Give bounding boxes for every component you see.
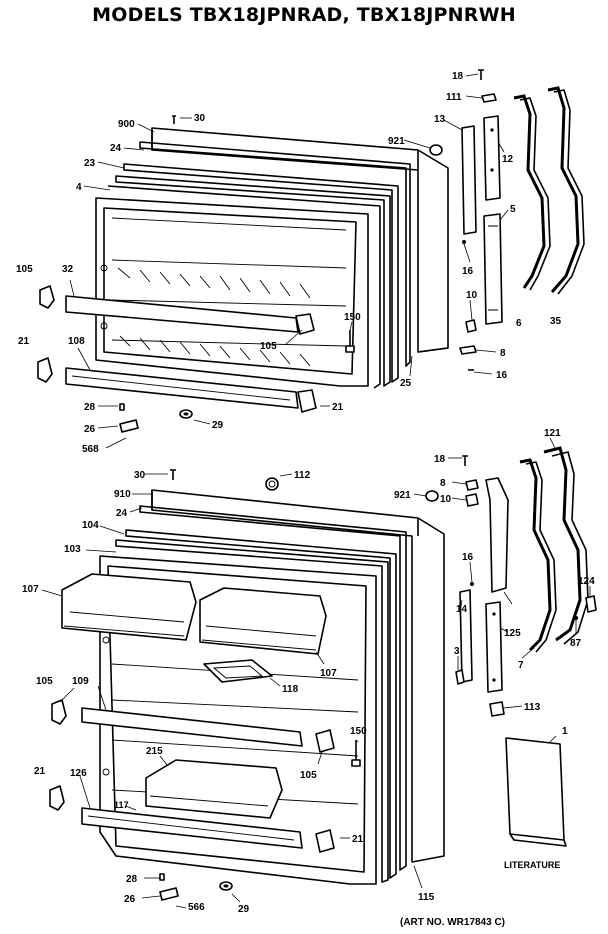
callout-30-ff: 30 [134, 470, 146, 481]
fresh-food-door-assembly [49, 446, 597, 901]
fresh-food-hinge-5 [485, 477, 509, 593]
freezer-hinge-strip-13 [461, 125, 477, 235]
callout-24-ff: 24 [116, 508, 128, 519]
callout-29: 29 [212, 420, 224, 431]
callout-921: 921 [388, 136, 405, 147]
callout-30: 30 [194, 113, 206, 124]
callout-16-ff: 16 [462, 552, 474, 563]
callout-18: 18 [452, 71, 464, 82]
callout-107-right: 107 [320, 668, 337, 679]
callout-8: 8 [500, 348, 506, 359]
fresh-food-handle-121 [543, 446, 582, 642]
callout-16-upper: 16 [462, 266, 474, 277]
callout-566: 566 [188, 902, 205, 913]
callout-105-left-ff: 105 [36, 676, 53, 687]
callout-32: 32 [62, 264, 74, 275]
freezer-handle-35 [547, 86, 580, 293]
callout-21-left-ff: 21 [34, 766, 46, 777]
callout-4: 4 [76, 182, 82, 193]
callout-28-ff: 28 [126, 874, 138, 885]
freezer-door-gasket [139, 141, 411, 367]
literature-booklet-icon [505, 737, 565, 841]
fresh-food-door-bin-107-left [61, 573, 197, 641]
callout-28: 28 [84, 402, 96, 413]
freezer-callout-labels: 900 30 24 23 4 105 32 21 108 28 26 568 2… [16, 71, 562, 455]
callout-568: 568 [82, 444, 99, 455]
callout-150-ff: 150 [350, 726, 367, 737]
callout-21-right: 21 [332, 402, 344, 413]
callout-12: 12 [502, 154, 514, 165]
callout-215: 215 [146, 746, 163, 757]
callout-35: 35 [550, 316, 562, 327]
callout-150: 150 [344, 312, 361, 323]
callout-109: 109 [72, 676, 89, 687]
callout-900: 900 [118, 119, 135, 130]
callout-115: 115 [418, 892, 435, 903]
callout-103: 103 [64, 544, 81, 555]
leader-lines [41, 73, 591, 909]
fresh-food-door-bin-107-right [199, 587, 327, 655]
freezer-hinge-bracket-12 [483, 115, 501, 201]
callout-121: 121 [544, 428, 561, 439]
callout-7: 7 [518, 660, 524, 671]
callout-118: 118 [282, 684, 299, 695]
fresh-food-outer-door-panel [151, 489, 445, 863]
art-number: (ART NO. WR17843 C) [400, 917, 505, 928]
freezer-door-liner [95, 197, 369, 387]
fresh-food-callout-labels: 30 112 910 24 104 103 107 107 105 109 11… [22, 428, 595, 915]
callout-108: 108 [68, 336, 85, 347]
callout-921-ff: 921 [394, 490, 411, 501]
callout-105-right-ff: 105 [300, 770, 317, 781]
callout-16-lower: 16 [496, 370, 508, 381]
callout-24: 24 [110, 143, 122, 154]
fresh-food-door-bin-215 [145, 759, 283, 819]
callout-26-ff: 26 [124, 894, 136, 905]
callout-87: 87 [570, 638, 582, 649]
callout-10: 10 [466, 290, 478, 301]
callout-13: 13 [434, 114, 446, 125]
freezer-shelf-end-cap-105 [39, 285, 55, 309]
callout-113: 113 [524, 702, 541, 713]
callout-124: 124 [578, 576, 595, 587]
callout-111: 111 [446, 92, 462, 103]
fresh-food-shelf-bar-109 [81, 707, 303, 747]
callout-23: 23 [84, 158, 96, 169]
callout-105-left: 105 [16, 264, 33, 275]
fresh-food-door-gasket [139, 505, 407, 871]
callout-104: 104 [82, 520, 99, 531]
fresh-food-hinge-strip-125 [485, 601, 503, 693]
callout-910: 910 [114, 489, 131, 500]
freezer-handle-6 [513, 94, 546, 289]
fresh-food-handle-7 [519, 458, 552, 652]
callout-1: 1 [562, 726, 568, 737]
callout-6: 6 [516, 318, 522, 329]
callout-8-ff: 8 [440, 478, 446, 489]
callout-126: 126 [70, 768, 87, 779]
callout-105-right: 105 [260, 341, 277, 352]
freezer-shelf-bar-32 [65, 295, 299, 333]
page-title: MODELS TBX18JPNRAD, TBX18JPNRWH [92, 4, 516, 26]
freezer-shelf-end-cap-21 [37, 357, 53, 383]
callout-10-ff: 10 [440, 494, 452, 505]
callout-26: 26 [84, 424, 96, 435]
fresh-food-hinge-strip-14 [459, 589, 473, 683]
callout-5: 5 [510, 204, 516, 215]
callout-21-left: 21 [18, 336, 30, 347]
callout-21-right-ff: 21 [352, 834, 364, 845]
callout-125: 125 [504, 628, 521, 639]
callout-25: 25 [400, 378, 412, 389]
callout-112: 112 [294, 470, 311, 481]
literature-label: LITERATURE [504, 860, 560, 870]
freezer-door-assembly [37, 69, 585, 433]
callout-3: 3 [454, 646, 460, 657]
callout-18-ff: 18 [434, 454, 446, 465]
callout-14: 14 [456, 604, 468, 615]
callout-107-left: 107 [22, 584, 39, 595]
callout-117: 117 [114, 800, 129, 810]
callout-29-ff: 29 [238, 904, 250, 915]
freezer-hinge-5 [483, 213, 503, 325]
